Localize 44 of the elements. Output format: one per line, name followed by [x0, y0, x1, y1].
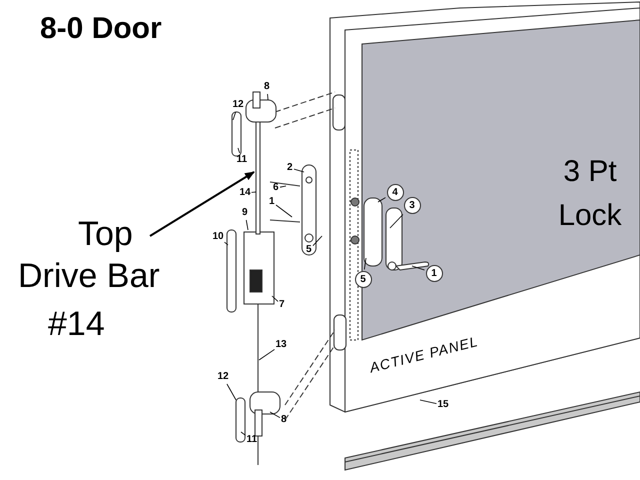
callout-number: 12 — [218, 371, 229, 383]
callout-number: 8 — [264, 81, 270, 93]
callout-number: 11 — [246, 434, 258, 446]
callout-number: 2 — [287, 162, 293, 174]
leader-line — [420, 400, 437, 404]
callout-number: 10 — [212, 231, 224, 243]
arrow — [149, 171, 255, 237]
leader-line — [246, 220, 248, 230]
title: 8-0 Door — [40, 12, 162, 46]
callout-number: 5 — [306, 244, 312, 256]
panel-text: ACTIVE PANEL — [368, 333, 480, 376]
leader-line — [224, 242, 228, 246]
callout-number: 15 — [438, 399, 449, 411]
callout-number: 12 — [232, 99, 244, 111]
leader-line — [390, 214, 404, 228]
note-text: 3 Pt Lock — [557, 154, 623, 234]
leader-line — [280, 186, 286, 188]
leader-line — [267, 94, 268, 100]
leader-line — [364, 258, 366, 270]
callout-number: 1 — [269, 196, 275, 208]
leader-line — [294, 168, 304, 172]
leader-line — [226, 384, 236, 400]
leader-line — [412, 266, 425, 270]
leader-line — [251, 192, 256, 193]
callout-number: 6 — [273, 182, 279, 194]
callout-text: Top — [78, 215, 133, 254]
callout-number: 9 — [242, 207, 248, 219]
leader-line — [312, 236, 322, 246]
leader-line — [232, 112, 236, 120]
callout-number: 11 — [236, 154, 248, 166]
leader-line — [258, 349, 275, 360]
leader-line — [378, 197, 386, 202]
leader-line — [276, 204, 292, 218]
callout-text: Drive Bar — [18, 257, 160, 296]
callout-number: 8 — [281, 414, 287, 426]
leader-line — [238, 148, 240, 154]
callout-text: #14 — [48, 305, 105, 344]
leader-line — [272, 296, 278, 302]
leader-line — [270, 412, 280, 418]
callout-number: 7 — [279, 299, 285, 311]
callout-number: 13 — [276, 339, 287, 351]
leader-line — [240, 432, 246, 436]
callout-number: 14 — [240, 187, 251, 199]
drive-bar — [256, 122, 260, 234]
